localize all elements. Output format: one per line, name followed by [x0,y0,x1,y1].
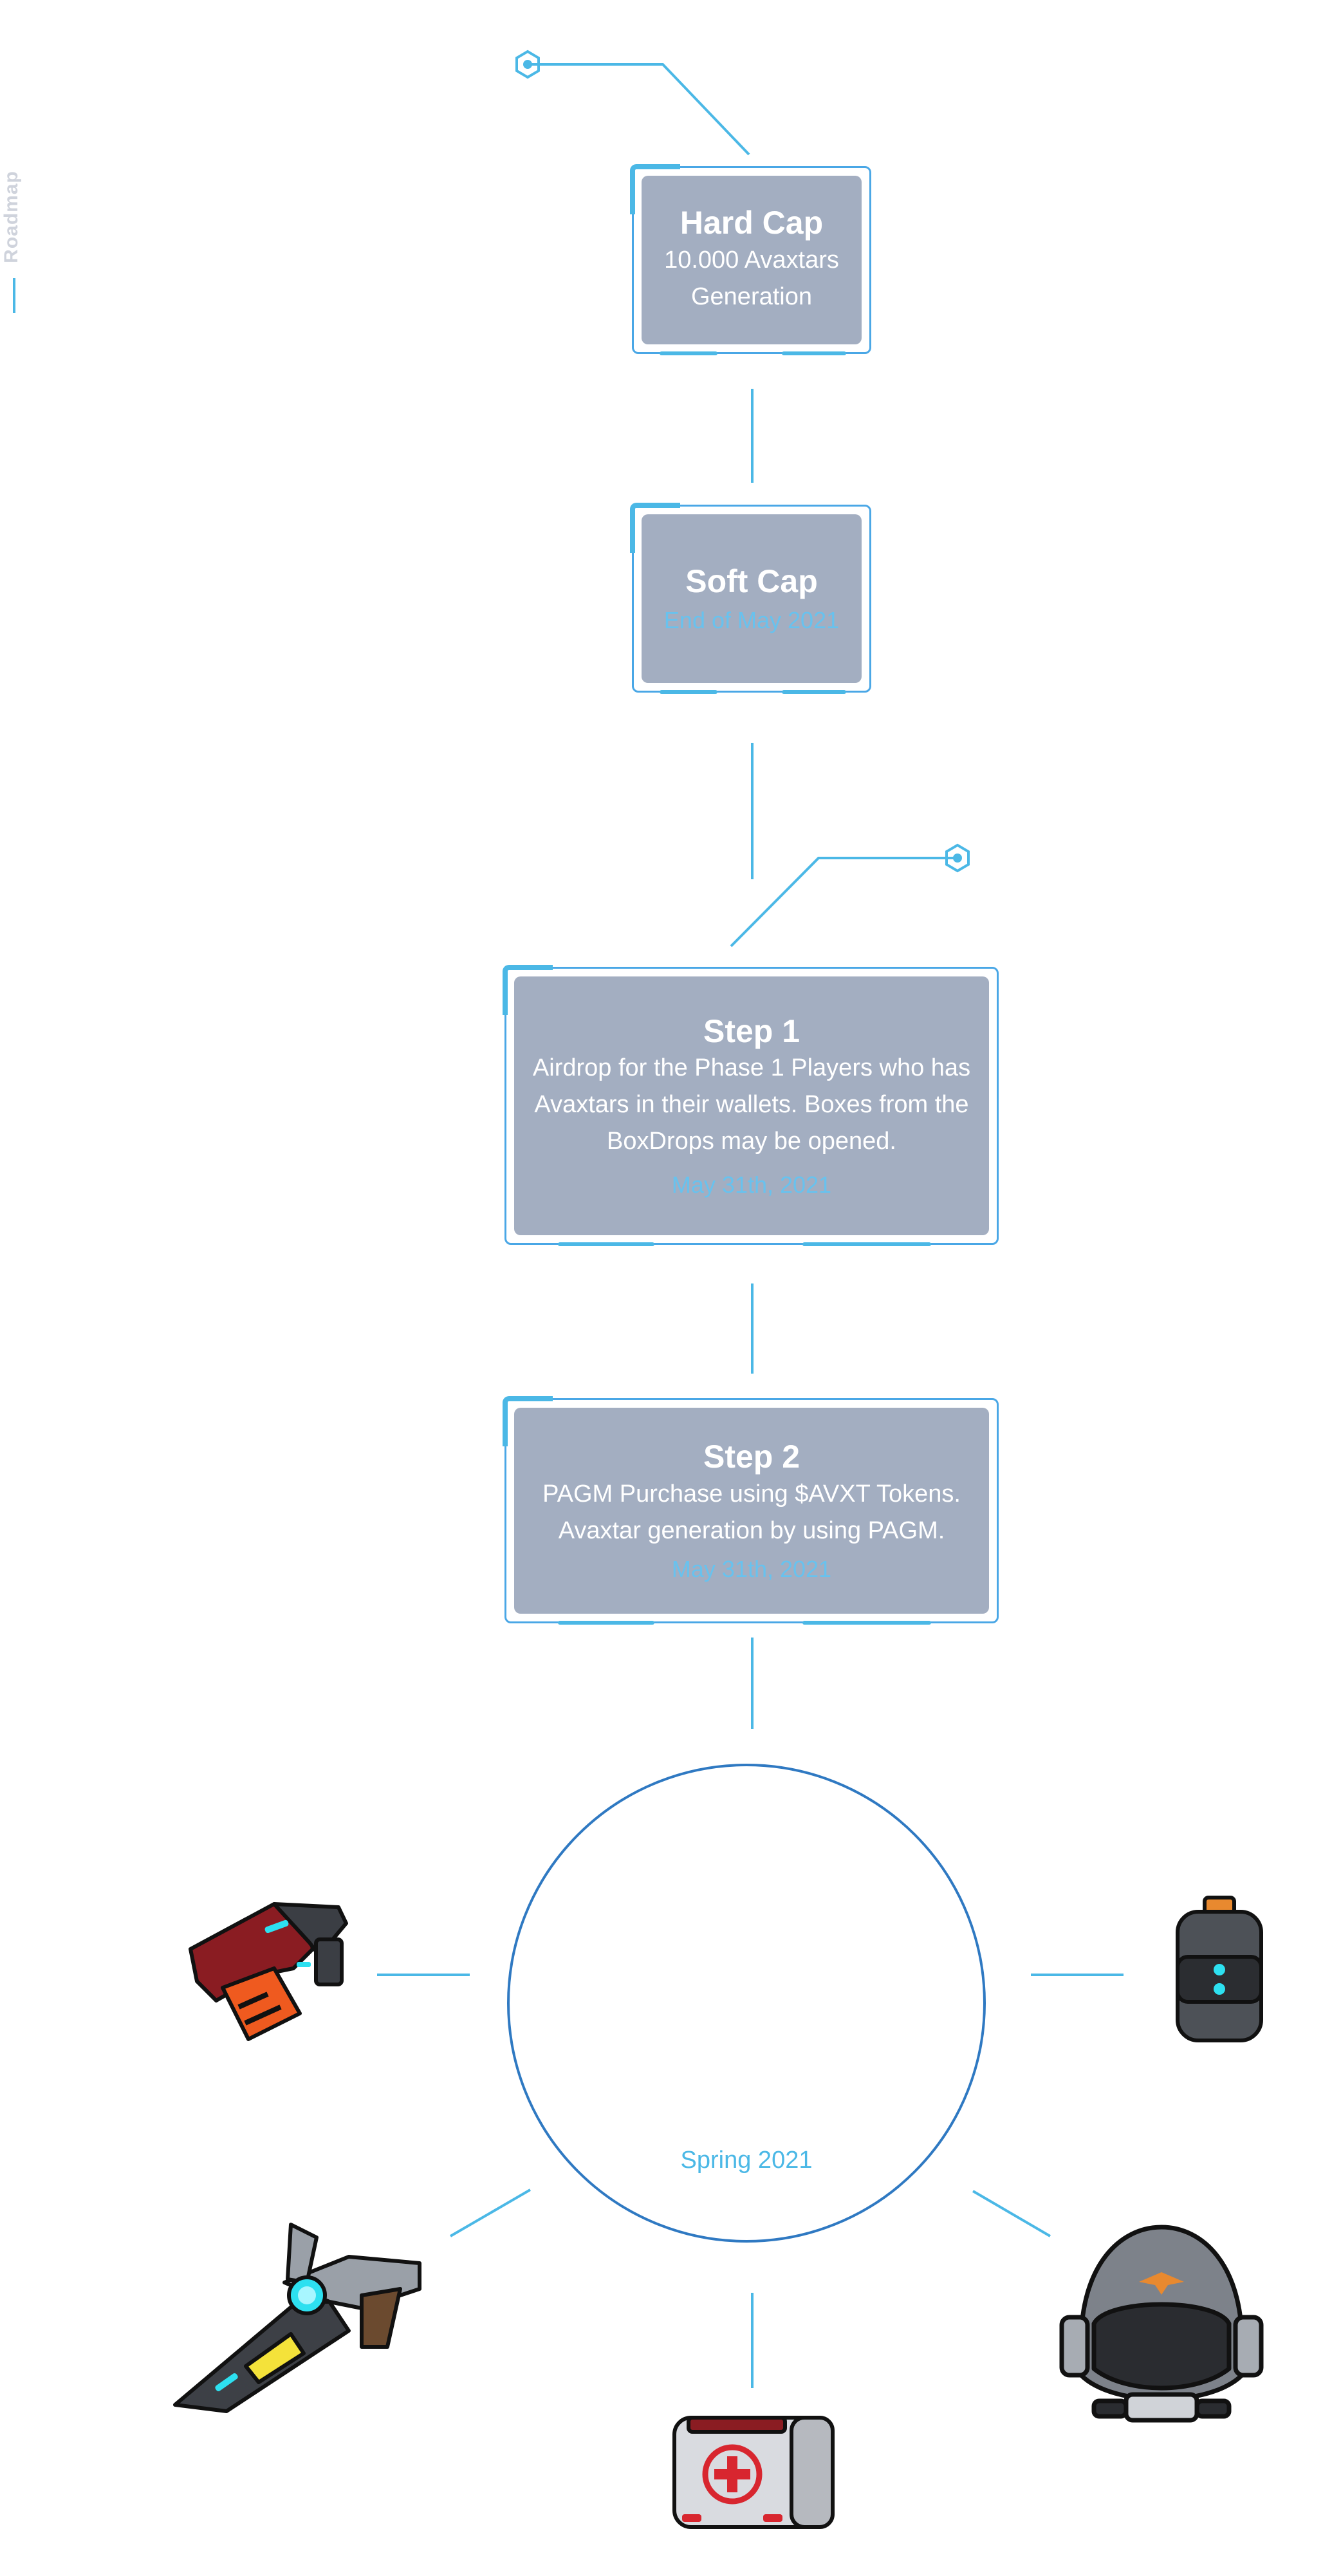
helmet-icon [1055,2214,1268,2427]
connector-line [751,2293,754,2388]
hex-node-icon [945,843,970,873]
milestone-date: End of May 2021 [663,606,840,633]
medkit-icon [669,2410,838,2532]
plasma-rifle-icon [169,2218,426,2418]
hex-node-icon [515,50,540,79]
card-bottom-accent [660,690,717,694]
milestone-desc: Airdrop for the Phase 1 Players who has … [532,1054,971,1155]
milestone-title: Step 2 [703,1439,800,1475]
milestone-card-step-1: Step 1 Airdrop for the Phase 1 Players w… [503,965,999,1246]
card-corner-accent [503,1396,553,1446]
card-bottom-accent [802,1621,931,1625]
card-corner-accent [630,503,680,553]
phase-circle [507,1764,986,2243]
canister-icon [1165,1892,1274,2047]
card-bottom-accent [558,1621,654,1625]
milestone-title: Step 1 [703,1013,800,1049]
connector-line [377,1974,470,1976]
card-bottom-accent [660,351,717,355]
side-tick [13,278,15,313]
milestone-desc: 10.000 Avaxtars Generation [664,246,839,310]
milestone-date: May 31th, 2021 [671,1171,832,1199]
connector-line [1031,1974,1124,1976]
card-bottom-accent [802,1242,931,1246]
card-corner-accent [630,164,680,214]
milestone-title: Soft Cap [685,563,818,600]
card-bottom-accent [782,690,846,694]
milestone-card-hard-cap: Hard Cap 10.000 Avaxtars Generation [630,164,871,355]
milestone-card-step-2: Step 2 PAGM Purchase using $AVXT Tokens.… [503,1396,999,1625]
connector-line [751,1638,754,1729]
card-bottom-accent [558,1242,654,1246]
milestone-card-soft-cap: Soft Cap End of May 2021 [630,503,871,694]
milestone-date: May 31th, 2021 [671,1555,832,1582]
milestone-title: Hard Cap [680,205,824,241]
connector-line [751,389,754,483]
milestone-desc: PAGM Purchase using $AVXT Tokens. Avaxta… [542,1480,961,1544]
connector-line [751,1283,754,1374]
connector-line [751,743,754,879]
card-bottom-accent [782,351,846,355]
phase-label: Spring 2021 [680,2147,813,2174]
blaster-pistol-icon [178,1878,351,2052]
card-corner-accent [503,965,553,1015]
